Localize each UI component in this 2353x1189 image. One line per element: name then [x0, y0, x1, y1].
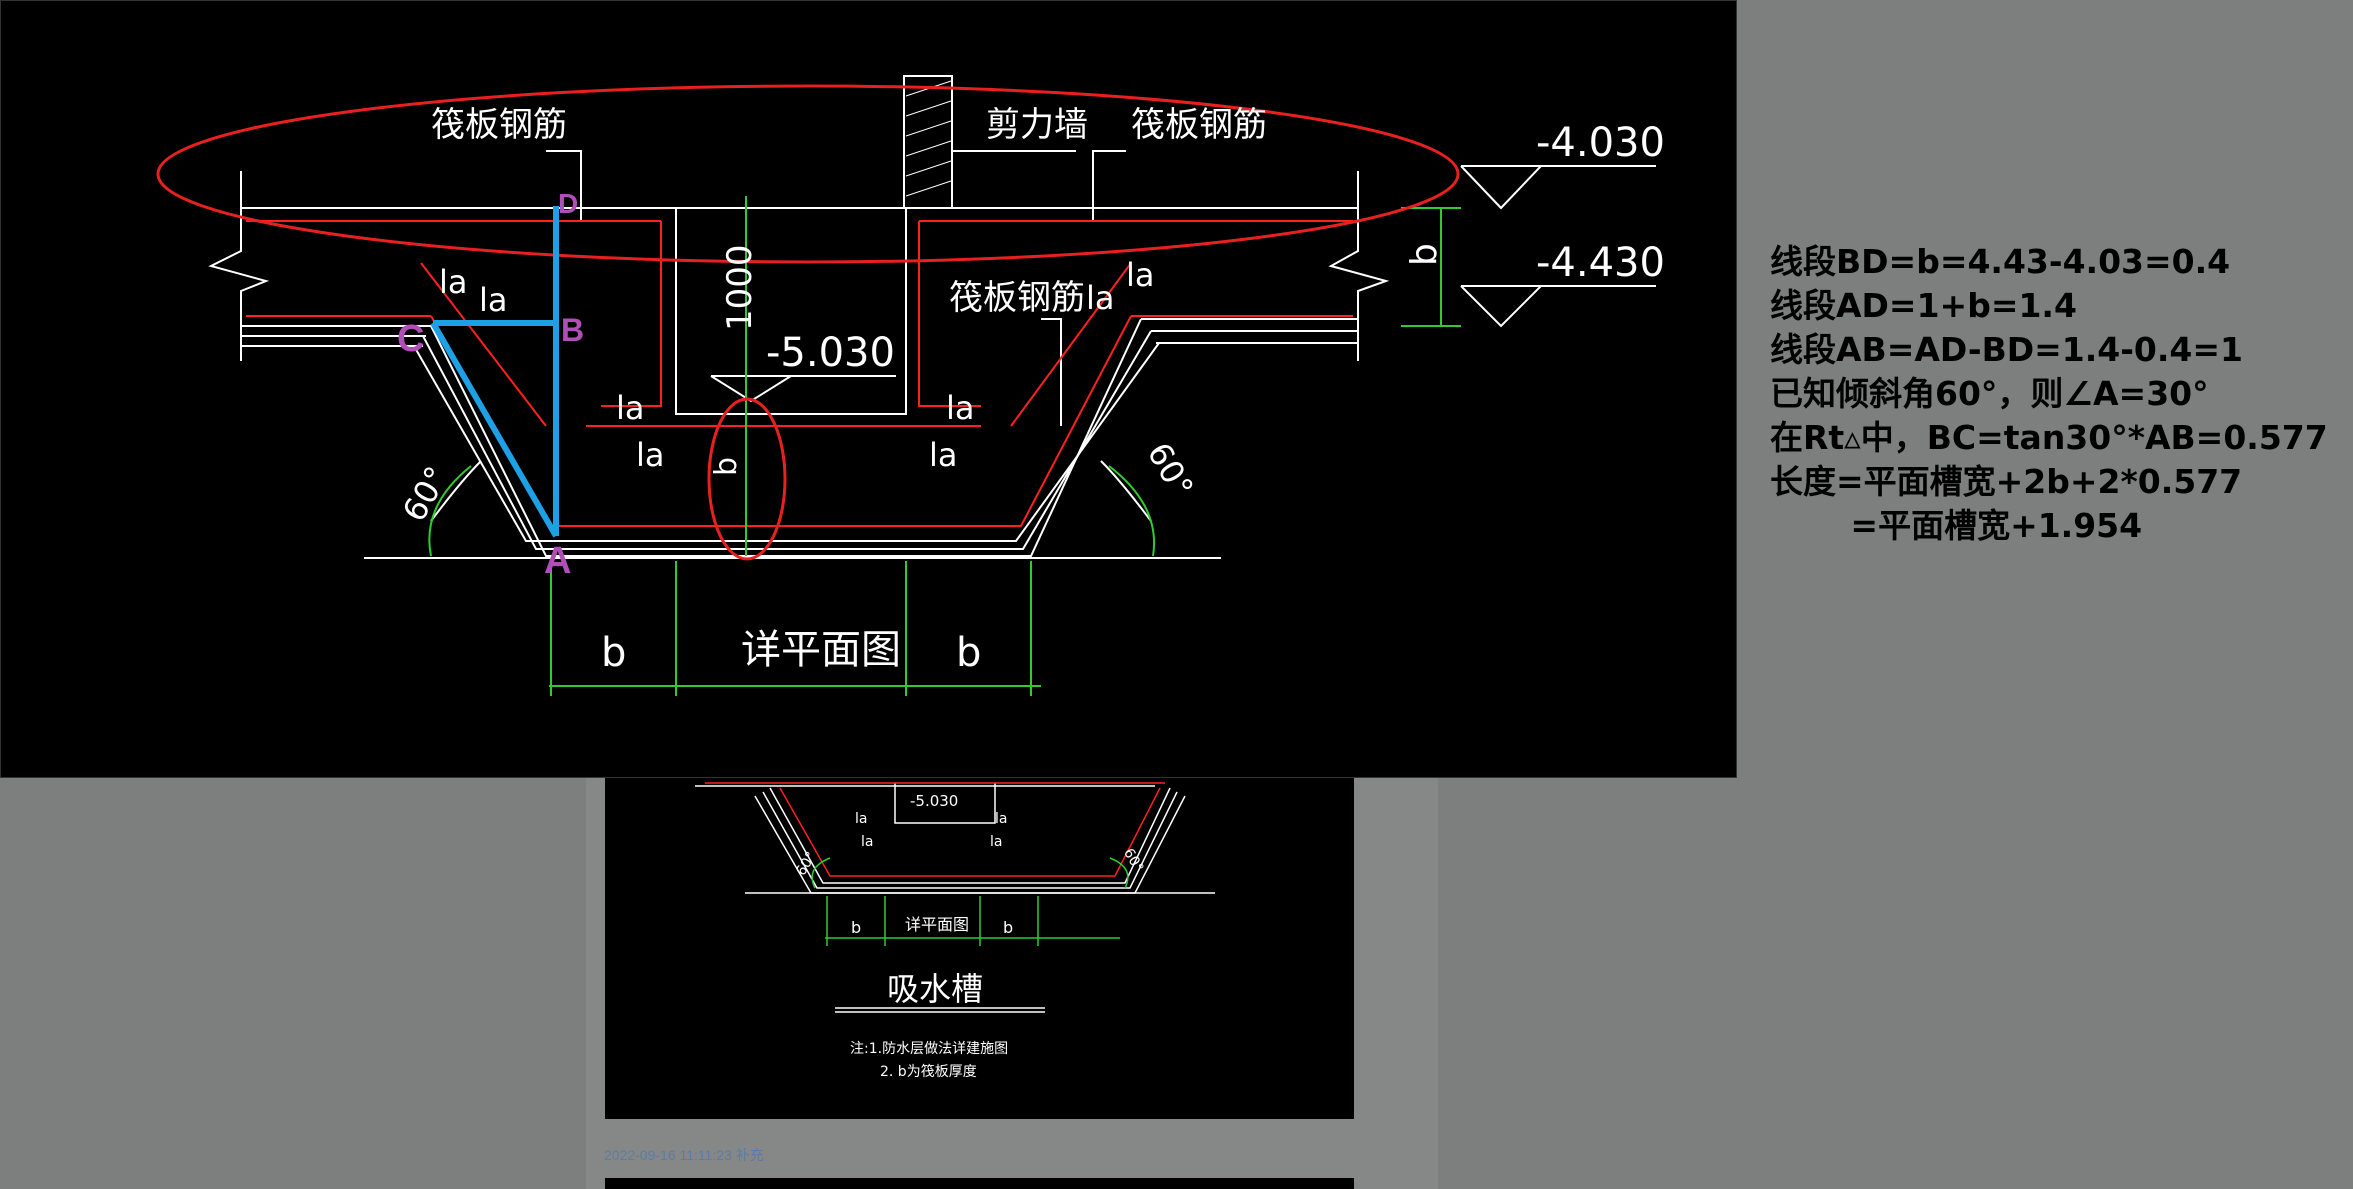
label-elev-pit: -5.030 — [766, 330, 895, 376]
annotation-ellipse-pit — [707, 397, 787, 561]
thumb-elev-pit: -5.030 — [910, 792, 958, 810]
explanation-line-4: 已知倾斜角60°，则∠A=30° — [1770, 374, 2209, 413]
point-label-c: C — [397, 318, 424, 360]
label-b-right: b — [1404, 243, 1445, 266]
label-elev-second: -4.430 — [1536, 240, 1665, 286]
point-label-b: B — [561, 312, 584, 348]
thumb-note-1: 注:1.防水层做法详建施图 — [850, 1041, 1008, 1057]
thumb-title: 吸水槽 — [887, 970, 983, 1008]
highlight-triangle — [430, 206, 559, 538]
shear-wall-hatch — [905, 80, 952, 197]
label-elev-top: -4.030 — [1536, 120, 1665, 166]
explanation-line-1: 线段BD=b=4.43-4.03=0.4 — [1770, 242, 2231, 281]
cad-drawing-main: 筏板钢筋 剪力墙 筏板钢筋 筏板钢筋 -4.030 -4.430 -5.030 … — [0, 0, 1737, 778]
label-shear-wall: 剪力墙 — [986, 105, 1088, 145]
label-dim-1000: 1000 — [720, 244, 760, 331]
explanation-line-7: =平面槽宽+1.954 — [1770, 506, 2143, 545]
label-b-pit: b — [709, 457, 744, 476]
label-la-3: la — [1086, 279, 1115, 317]
thumb-la-1: la — [855, 811, 867, 827]
point-label-a: A — [544, 540, 571, 582]
label-la-6: la — [636, 436, 665, 474]
label-la-7: la — [946, 389, 975, 427]
label-angle-right: 60° — [1140, 436, 1201, 504]
label-la-5: la — [616, 389, 645, 427]
cad-drawing-thumbnail[interactable]: -5.030 la la la la b b 详平面图 60° 60° 吸水槽 … — [605, 778, 1354, 1119]
label-la-2: la — [479, 281, 508, 319]
post-timestamp: 2022-09-16 11:11:23 补充 — [604, 1147, 764, 1163]
explanation-line-2: 线段AD=1+b=1.4 — [1770, 286, 2077, 325]
thumb-la-4: la — [990, 834, 1002, 850]
label-raft-rebar-right: 筏板钢筋 — [1131, 105, 1267, 145]
label-raft-rebar-mid: 筏板钢筋 — [949, 278, 1085, 318]
explanation-line-5: 在Rt▵中，BC=tan30°*AB=0.577 — [1770, 418, 2328, 457]
point-label-d: D — [558, 188, 578, 219]
thumb-note-2: 2. b为筏板厚度 — [880, 1063, 977, 1080]
label-raft-rebar-left: 筏板钢筋 — [431, 105, 567, 145]
label-b-right-dim: b — [956, 630, 981, 676]
annotation-ellipse-top — [156, 84, 1460, 264]
label-la-1: la — [439, 263, 468, 301]
calculation-explanation: 线段BD=b=4.43-4.03=0.4 线段AD=1+b=1.4 线段AB=A… — [1770, 240, 2328, 548]
thumb-b-left: b — [851, 918, 861, 937]
next-image-preview[interactable] — [605, 1178, 1354, 1189]
thumb-la-2: la — [995, 811, 1007, 827]
thumb-plan-ref: 详平面图 — [905, 915, 969, 934]
thumb-angle-right: 60° — [1120, 846, 1146, 876]
label-angle-left: 60° — [395, 460, 456, 528]
thumb-b-right: b — [1003, 918, 1013, 937]
label-b-left-dim: b — [601, 630, 626, 676]
explanation-line-6: 长度=平面槽宽+2b+2*0.577 — [1770, 462, 2243, 501]
label-la-4: la — [1126, 256, 1155, 294]
label-plan-ref: 详平面图 — [741, 627, 901, 673]
label-la-8: la — [929, 436, 958, 474]
explanation-line-3: 线段AB=AD-BD=1.4-0.4=1 — [1770, 330, 2244, 369]
thumb-la-3: la — [861, 834, 873, 850]
